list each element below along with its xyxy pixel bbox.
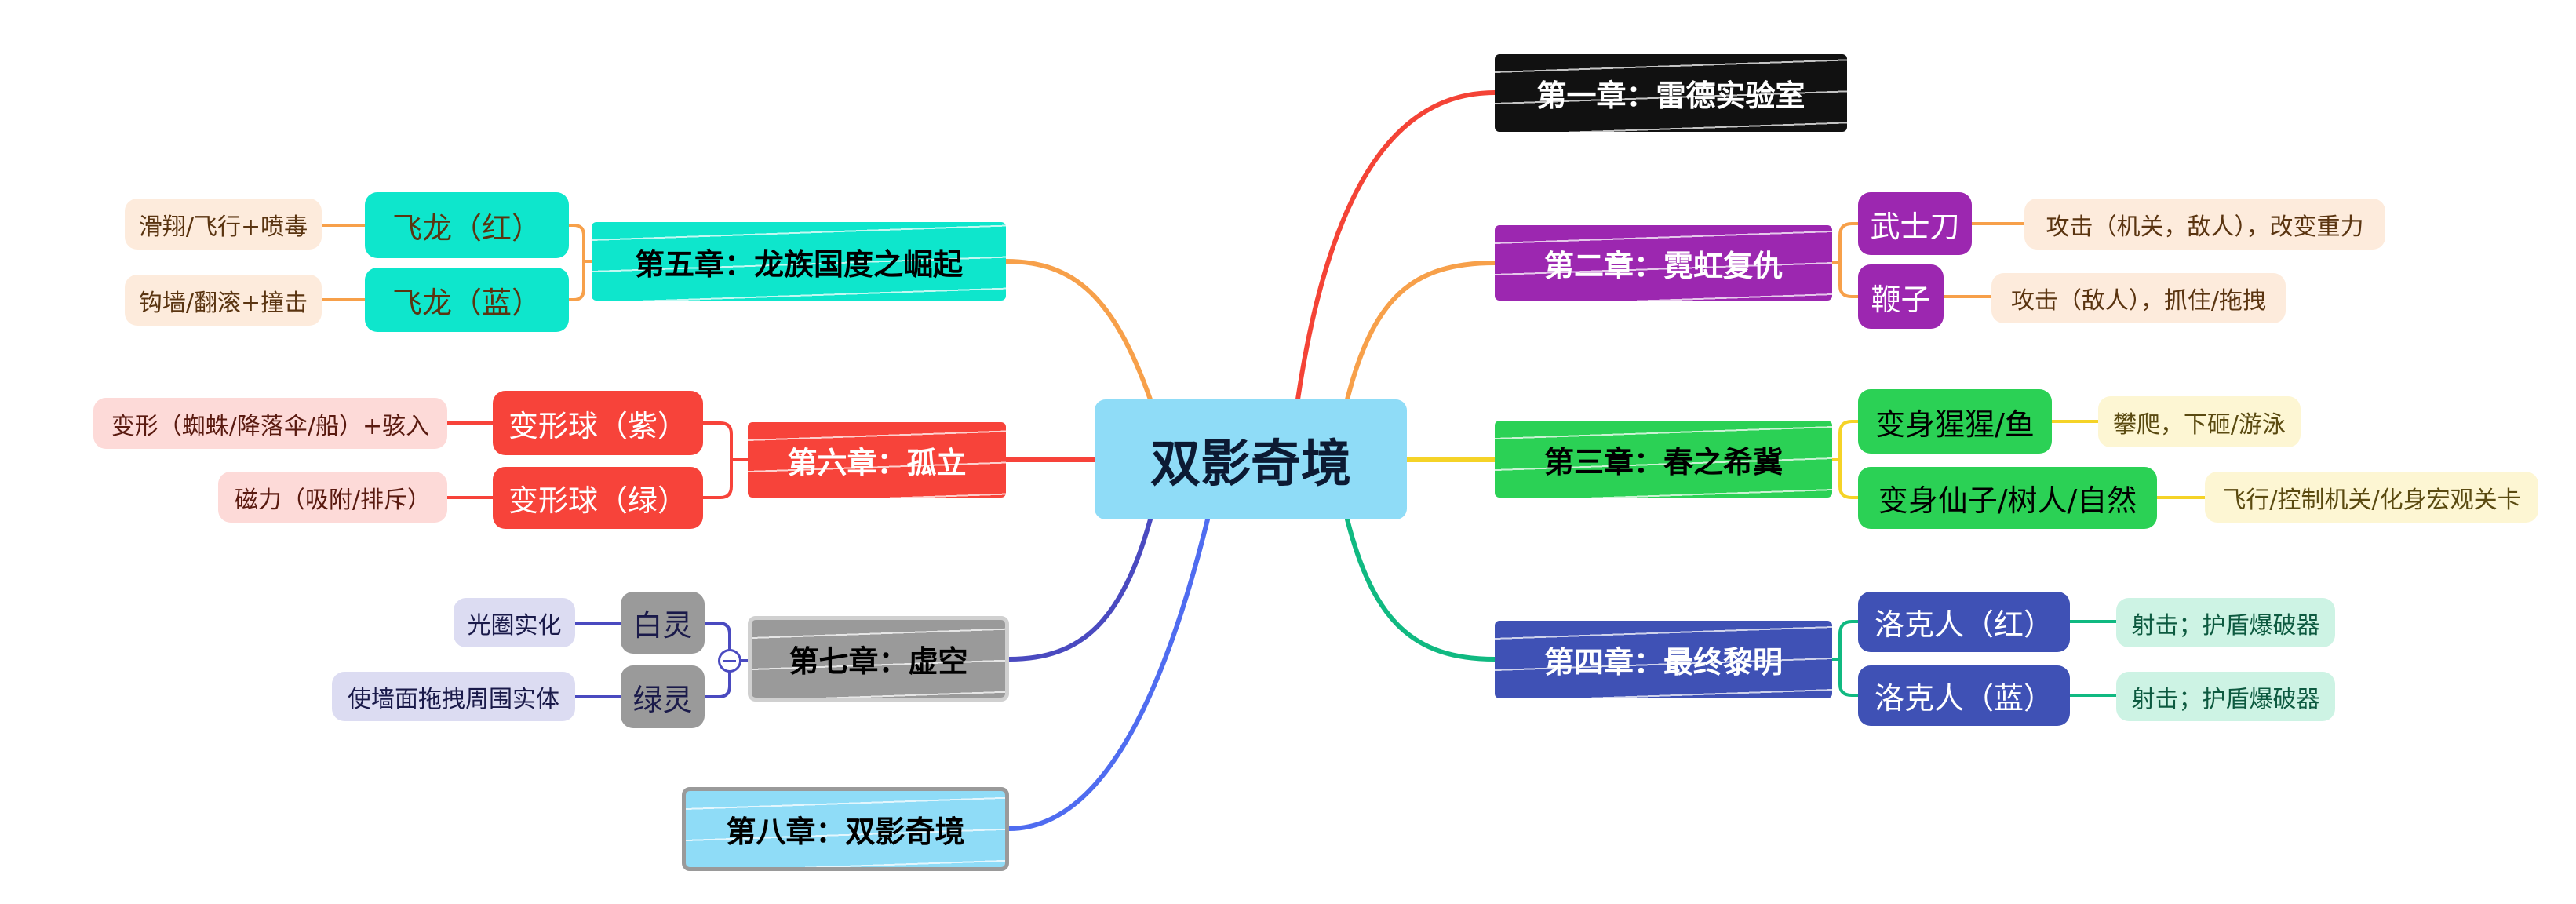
subtopic-whip[interactable]: 鞭子 bbox=[1858, 264, 1944, 329]
chapter-4[interactable]: 第四章：最终黎明 bbox=[1495, 621, 1832, 698]
subtopic-rocker-red[interactable]: 洛克人（红） bbox=[1858, 592, 2070, 652]
subtopic-fairy-tree[interactable]: 变身仙子/树人/自然 bbox=[1858, 467, 2157, 529]
chapter-1[interactable]: 第一章：雷德实验室 bbox=[1495, 54, 1847, 132]
subtopic-katana[interactable]: 武士刀 bbox=[1858, 192, 1972, 255]
detail-green-spirit[interactable]: 使墙面拖拽周围实体 bbox=[332, 672, 575, 721]
detail-rocker-blue[interactable]: 射击；护盾爆破器 bbox=[2116, 672, 2335, 721]
detail-fairy-tree[interactable]: 飞行/控制机关/化身宏观关卡 bbox=[2205, 472, 2538, 523]
subtopic-ball-purple[interactable]: 变形球（紫） bbox=[493, 391, 703, 455]
detail-ball-purple[interactable]: 变形（蜘蛛/降落伞/船）+骇入 bbox=[93, 398, 447, 449]
subtopic-green-spirit[interactable]: 绿灵 bbox=[621, 665, 705, 728]
detail-dragon-blue[interactable]: 钩墙/翻滚+撞击 bbox=[125, 275, 322, 326]
link-ch8 bbox=[1007, 517, 1210, 831]
chapter-7[interactable]: 第七章：虚空 bbox=[748, 616, 1009, 702]
link-ch7 bbox=[1007, 517, 1153, 662]
link-ch5 bbox=[1004, 259, 1153, 402]
subtopic-dragon-blue[interactable]: 飞龙（蓝） bbox=[365, 268, 569, 332]
link-ch2 bbox=[1345, 261, 1497, 402]
link-ch1 bbox=[1295, 90, 1497, 402]
detail-ape-fish[interactable]: 攀爬，下砸/游泳 bbox=[2098, 396, 2301, 447]
subtopic-ape-fish[interactable]: 变身猩猩/鱼 bbox=[1858, 389, 2052, 454]
link-ch4 bbox=[1345, 517, 1497, 662]
chapter-3[interactable]: 第三章：春之希冀 bbox=[1495, 421, 1832, 498]
subtopic-rocker-blue[interactable]: 洛克人（蓝） bbox=[1858, 665, 2070, 726]
collapse-toggle-icon[interactable] bbox=[718, 649, 741, 673]
chapter-6[interactable]: 第六章：孤立 bbox=[748, 422, 1006, 498]
detail-whip[interactable]: 攻击（敌人），抓住/拖拽 bbox=[1991, 273, 2286, 323]
chapter-8[interactable]: 第八章：双影奇境 bbox=[682, 787, 1009, 871]
detail-ball-green[interactable]: 磁力（吸附/排斥） bbox=[218, 472, 447, 523]
subtopic-dragon-red[interactable]: 飞龙（红） bbox=[365, 192, 569, 258]
detail-dragon-red[interactable]: 滑翔/飞行+喷毒 bbox=[125, 199, 322, 250]
chapter-2[interactable]: 第二章：霓虹复仇 bbox=[1495, 225, 1832, 301]
detail-katana[interactable]: 攻击（机关，敌人），改变重力 bbox=[2024, 199, 2385, 250]
subtopic-ball-green[interactable]: 变形球（绿） bbox=[493, 467, 703, 529]
detail-white-spirit[interactable]: 光圈实化 bbox=[454, 598, 575, 647]
chapter-5[interactable]: 第五章：龙族国度之崛起 bbox=[592, 222, 1006, 301]
detail-rocker-red[interactable]: 射击；护盾爆破器 bbox=[2116, 598, 2335, 647]
central-topic[interactable]: 双影奇境 bbox=[1095, 399, 1407, 519]
subtopic-white-spirit[interactable]: 白灵 bbox=[621, 592, 705, 654]
